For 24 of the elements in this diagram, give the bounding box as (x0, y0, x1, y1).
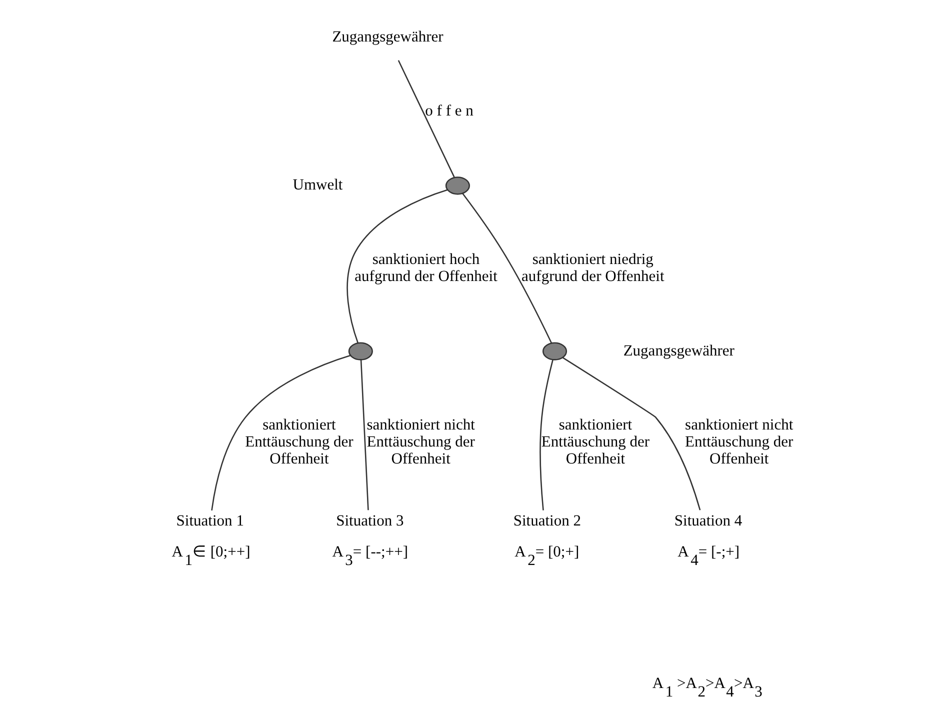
connector (360, 360, 368, 510)
node-ellipse (348, 342, 372, 360)
connector (346, 189, 448, 343)
node-text: Situation 2 (512, 512, 581, 530)
node-text: Zugangsgewährer (332, 28, 443, 46)
edge-label: sanktioniert Enttäuschung der Offenheit (244, 416, 353, 468)
label: Umwelt (292, 176, 342, 194)
label: Zugangsgewährer (622, 342, 734, 360)
node-ellipse (444, 176, 470, 195)
edge-label: sanktioniert niedrig aufgrund der Offenheit (521, 251, 664, 285)
connector (397, 60, 454, 178)
edge-label: sanktioniert Enttäuschung der Offenheit (540, 416, 650, 468)
node-text: Situation 3 (336, 512, 404, 530)
connector (462, 193, 552, 344)
connector (562, 357, 700, 510)
connector (210, 354, 350, 510)
node-text: Situation 4 (674, 512, 742, 530)
node-text: Situation 1 (176, 512, 244, 530)
edge-label: sanktioniert hoch aufgrund der Offenheit (354, 251, 497, 285)
edge-label: o f f e n (424, 102, 473, 120)
edge-label: sanktioniert nicht Enttäuschung der Offenheit (366, 416, 474, 468)
edge-label: sanktioniert nicht Enttäuschung der Offenheit (684, 416, 793, 468)
node-ellipse (542, 342, 567, 360)
connector (539, 360, 553, 510)
